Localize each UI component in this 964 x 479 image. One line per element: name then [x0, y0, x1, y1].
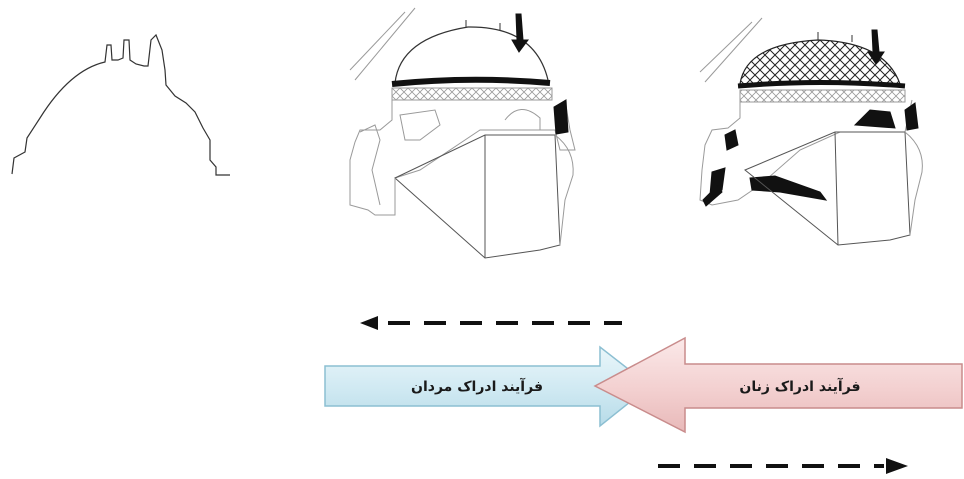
women-process-label: فرآیند ادراک زنان — [739, 377, 860, 395]
women-process-arrow: فرآیند ادراک زنان — [593, 336, 963, 434]
outline-sketch — [11, 33, 230, 176]
dashed-arrow-left — [360, 316, 622, 330]
line-sketch — [349, 7, 576, 259]
men-process-arrow: فرآیند ادراک مردان — [324, 345, 652, 428]
men-process-label: فرآیند ادراک مردان — [411, 377, 543, 395]
dashed-arrow-right — [658, 458, 908, 474]
shaded-sketch — [699, 17, 923, 246]
